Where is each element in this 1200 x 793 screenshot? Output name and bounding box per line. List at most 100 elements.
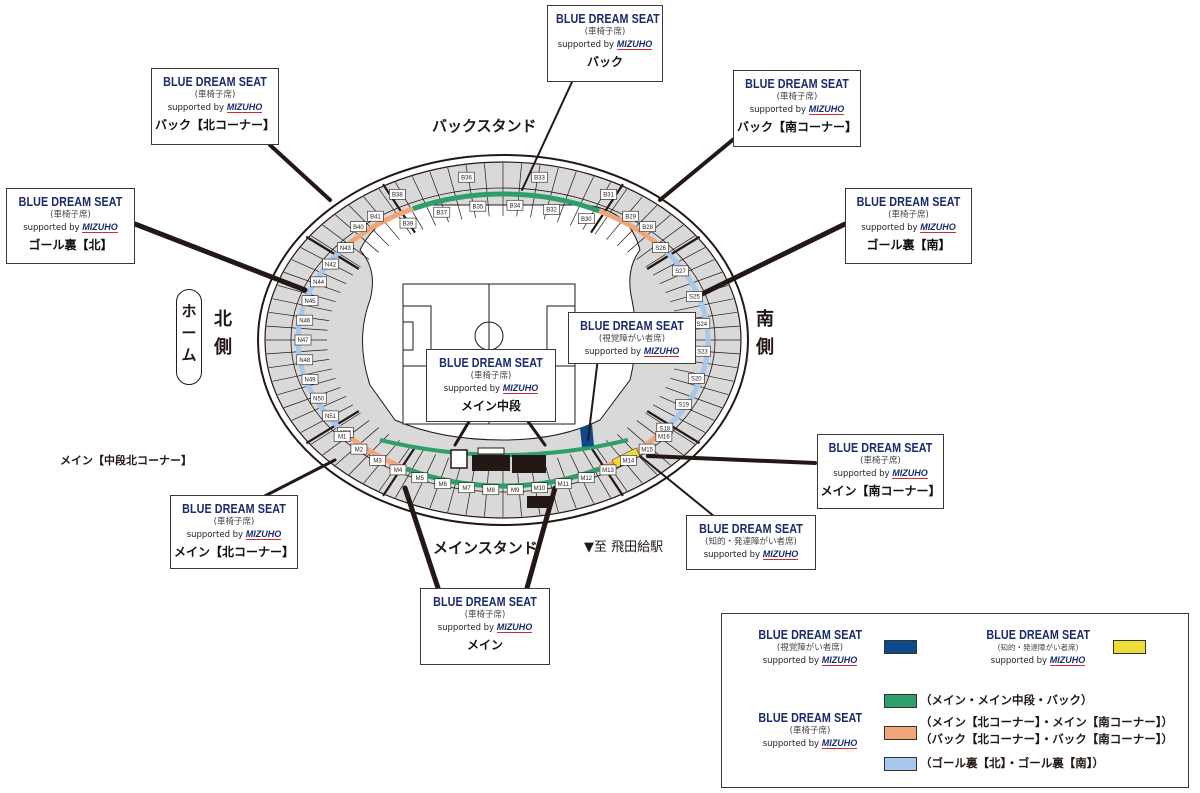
seat-divider xyxy=(447,460,463,513)
sponsor-line: supported by MIZUHO xyxy=(750,737,870,750)
section-label: S20 xyxy=(691,377,702,383)
seat-divider xyxy=(447,167,463,220)
seat-divider xyxy=(322,224,370,260)
block-separator xyxy=(305,235,360,270)
seat-divider xyxy=(335,214,379,253)
callout-intellectual[interactable]: BLUE DREAM SEAT (知的・発達障がい者席) supported b… xyxy=(686,515,816,570)
section-label: B33 xyxy=(534,175,545,181)
section-label: N44 xyxy=(313,280,325,286)
callout-main-north-corner[interactable]: BLUE DREAM SEAT (車椅子席) supported by MIZU… xyxy=(170,495,298,569)
seat-type: (車椅子席) xyxy=(860,456,901,466)
callout-back-north-corner[interactable]: BLUE DREAM SEAT (車椅子席) supported by MIZU… xyxy=(151,68,279,145)
seat-divider xyxy=(395,450,424,498)
section-label: S19 xyxy=(678,403,689,409)
section-box xyxy=(301,295,319,306)
mizuho-logo: MIZUHO xyxy=(762,549,799,560)
section-box xyxy=(543,204,560,215)
callout-main[interactable]: BLUE DREAM SEAT (車椅子席) supported by MIZU… xyxy=(420,588,550,665)
home-label: ホーム xyxy=(181,302,197,364)
section-box xyxy=(577,213,595,224)
vip-block xyxy=(512,455,546,473)
seat-divider xyxy=(484,163,490,217)
supported-by-text: supported by xyxy=(437,623,495,633)
callout-back[interactable]: BLUE DREAM SEAT (車椅子席) supported by MIZU… xyxy=(547,5,663,82)
seat-type: (車椅子席) xyxy=(776,92,818,102)
section-label: M13 xyxy=(602,468,614,474)
callout-back-south-corner[interactable]: BLUE DREAM SEAT (車椅子席) supported by MIZU… xyxy=(733,70,861,147)
seat-type: (車椅子席) xyxy=(888,210,929,220)
seat-type: (車椅子席) xyxy=(789,726,831,736)
mizuho-logo: MIZUHO xyxy=(892,468,928,479)
section-box xyxy=(600,189,617,200)
mizuho-logo: MIZUHO xyxy=(920,222,956,233)
section-label: B40 xyxy=(353,225,364,231)
section-label: M10 xyxy=(534,486,546,492)
section-label: S23 xyxy=(697,349,708,355)
callout-goal-north[interactable]: BLUE DREAM SEAT (車椅子席) supported by MIZU… xyxy=(6,188,135,264)
callout-visual[interactable]: BLUE DREAM SEAT (視覚障がい者席) supported by M… xyxy=(568,312,696,364)
section-label: B28 xyxy=(642,225,653,231)
seat-divider xyxy=(594,188,628,235)
legend-label-green: （メイン・メイン中段・バック） xyxy=(920,693,1093,707)
section-label: M1 xyxy=(338,435,347,441)
mizuho-logo: MIZUHO xyxy=(502,383,539,394)
brand-title: BLUE DREAM SEAT xyxy=(986,628,1091,642)
section-box xyxy=(469,200,487,212)
band-main-green-lower xyxy=(405,466,601,489)
seat-divider xyxy=(627,214,671,253)
section-label: N48 xyxy=(299,358,311,364)
section-box xyxy=(389,189,406,200)
sponsor-line: supported by MIZUHO xyxy=(846,221,971,234)
mizuho-logo: MIZUHO xyxy=(821,738,858,749)
legend-label-orange-1: （メイン【北コーナー】・メイン【南コーナー】） xyxy=(920,715,1173,729)
section-label: M4 xyxy=(394,468,403,474)
section-box xyxy=(554,478,572,489)
brand-title: BLUE DREAM SEAT xyxy=(439,356,543,370)
sponsor-line: supported by MIZUHO xyxy=(421,621,549,634)
seat-type: (視覚障がい者席) xyxy=(598,334,666,344)
section-label: M12 xyxy=(580,476,592,482)
location-label: メイン中段 xyxy=(460,399,521,413)
section-box xyxy=(367,210,384,222)
seat-type: (知的・発達障がい者席) xyxy=(705,537,797,547)
section-label: M9 xyxy=(511,488,520,494)
callout-goal-south[interactable]: BLUE DREAM SEAT (車椅子席) supported by MIZU… xyxy=(845,188,972,264)
brand-title: BLUE DREAM SEAT xyxy=(555,12,660,26)
section-label: S24 xyxy=(696,322,707,328)
seat-divider xyxy=(311,235,361,268)
sponsor-line: supported by MIZUHO xyxy=(548,38,662,51)
section-box xyxy=(506,199,524,211)
seat-divider xyxy=(311,412,361,445)
legend-swatch-orange xyxy=(884,726,917,740)
legend-label-lightblue: （ゴール裏【北】・ゴール裏【南】） xyxy=(920,756,1104,770)
section-label: S26 xyxy=(655,246,666,252)
callout-main-south-corner[interactable]: BLUE DREAM SEAT (車椅子席) supported by MIZU… xyxy=(817,434,944,509)
section-label: M8 xyxy=(487,488,496,494)
seat-type: (車椅子席) xyxy=(50,210,91,220)
supported-by-text: supported by xyxy=(186,530,244,540)
location-label: メイン【北コーナー】 xyxy=(173,545,294,559)
section-label: N49 xyxy=(304,378,316,384)
section-box xyxy=(622,210,639,222)
section-label: B35 xyxy=(473,204,484,210)
section-label: S25 xyxy=(689,295,700,301)
section-label: B36 xyxy=(461,175,472,181)
section-box xyxy=(389,464,407,476)
callout-main-middle[interactable]: BLUE DREAM SEAT (車椅子席) supported by MIZU… xyxy=(426,349,556,422)
mizuho-logo: MIZUHO xyxy=(808,104,845,115)
brand-title: BLUE DREAM SEAT xyxy=(433,595,537,609)
section-label: M11 xyxy=(558,482,570,488)
section-box xyxy=(599,464,617,476)
section-box xyxy=(322,410,339,422)
sponsor-line: supported by MIZUHO xyxy=(687,548,815,561)
seat-type: (視覚障がい者席) xyxy=(776,643,844,653)
section-box xyxy=(310,276,327,288)
section-label: M16 xyxy=(658,435,670,441)
mizuho-logo: MIZUHO xyxy=(1049,655,1086,666)
section-box xyxy=(337,242,354,253)
section-label: B39 xyxy=(403,221,414,227)
legend-swatch-navy xyxy=(884,640,917,654)
section-label: N45 xyxy=(304,299,316,305)
supported-by-text: supported by xyxy=(443,384,501,394)
station-direction: ▼至 飛田給駅 xyxy=(584,540,664,555)
